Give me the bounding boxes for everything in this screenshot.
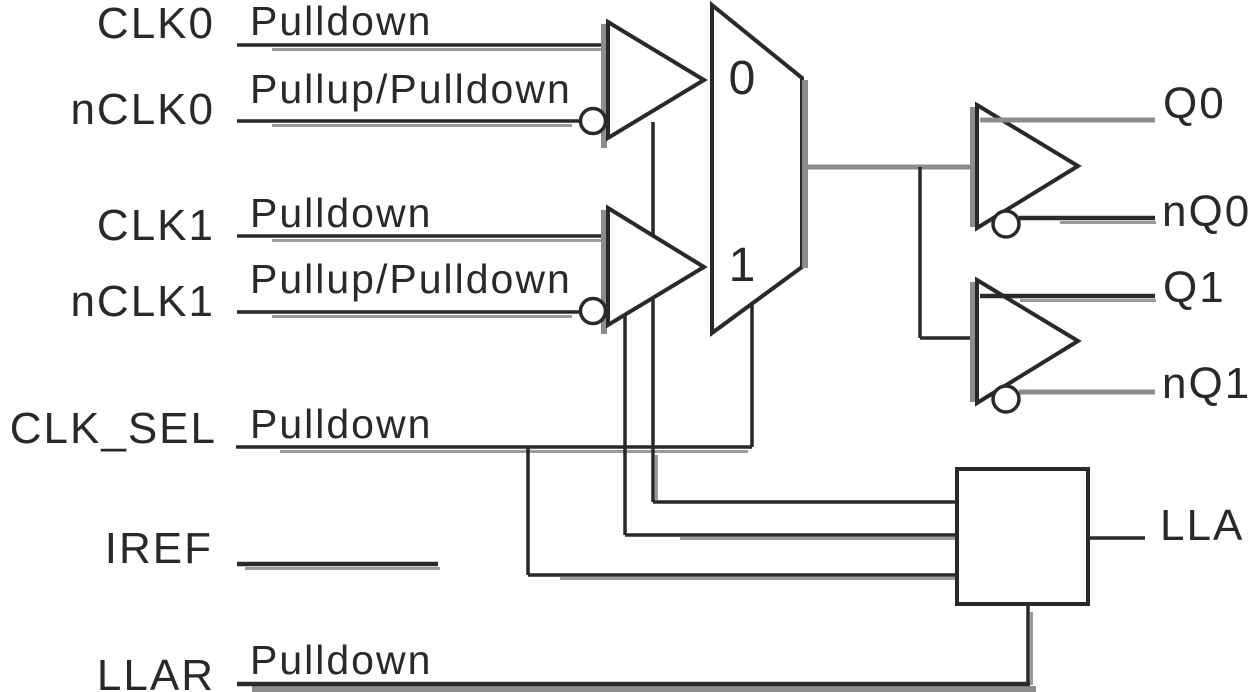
mux-input0-label: 0	[729, 52, 756, 105]
output-wires	[980, 117, 1156, 540]
nclk1-pin-label: nCLK1	[70, 277, 215, 326]
clk1-input-buffer	[606, 204, 708, 329]
clk0-input-buffer	[606, 18, 708, 142]
q1-branch-wire	[918, 167, 977, 340]
input-wires	[236, 43, 1030, 687]
clk1-pulldown-label: Pulldown	[250, 190, 432, 236]
internal-wires	[526, 122, 1030, 684]
iref-pin-label: IREF	[105, 524, 213, 573]
clk-sel-branch-wire	[526, 447, 957, 577]
clk0-pulldown-label: Pulldown	[250, 0, 432, 44]
clock-mux	[710, 0, 804, 337]
lla-block	[955, 467, 1090, 606]
q0-buffer-shading	[970, 107, 976, 227]
clk1-buffer-shading	[601, 210, 607, 334]
q1-buffer-shading	[970, 282, 976, 402]
q1-pin-label: Q1	[1163, 263, 1226, 312]
llar-pulldown-label: Pulldown	[250, 637, 432, 683]
nq0-inversion-bubble-icon	[991, 209, 1021, 239]
lla-pin-label: LLA	[1160, 501, 1244, 550]
mux-output-wires	[803, 164, 977, 340]
nq0-pin-label: nQ0	[1162, 187, 1251, 236]
q0-pin-label: Q0	[1163, 79, 1226, 128]
clk-sel-pin-label: CLK_SEL	[10, 404, 217, 453]
llar-pin-label: LLAR	[97, 651, 215, 692]
nq1-pin-label: nQ1	[1162, 359, 1251, 408]
nclk1-pullup-label: Pullup/Pulldown	[250, 256, 572, 302]
clk0-pin-label: CLK0	[97, 0, 215, 48]
q0-output-buffer	[975, 101, 1082, 232]
nclk0-pullup-label: Pullup/Pulldown	[250, 66, 572, 112]
clk0-buffer-shading	[601, 24, 607, 148]
output-buffers	[970, 101, 1082, 407]
clk0-tap-wire-lower	[651, 297, 957, 504]
clk-sel-pulldown-label: Pulldown	[250, 401, 432, 447]
components	[601, 0, 1090, 606]
clk1-tap-wire	[623, 315, 957, 537]
clk1-pin-label: CLK1	[97, 201, 215, 250]
mux-input1-label: 1	[729, 239, 756, 292]
nclk0-inversion-bubble-icon	[578, 106, 608, 136]
q1-output-buffer	[975, 276, 1082, 407]
inversion-bubbles	[578, 106, 1021, 414]
pin-labels: CLK0 nCLK0 CLK1 nCLK1 CLK_SEL IREF LLAR …	[10, 0, 1251, 692]
nclk0-pin-label: nCLK0	[70, 85, 215, 134]
mux-right-shading	[802, 80, 808, 268]
nq1-inversion-bubble-icon	[991, 384, 1021, 414]
wire-shadows	[245, 48, 1036, 692]
nclk1-inversion-bubble-icon	[578, 296, 608, 326]
